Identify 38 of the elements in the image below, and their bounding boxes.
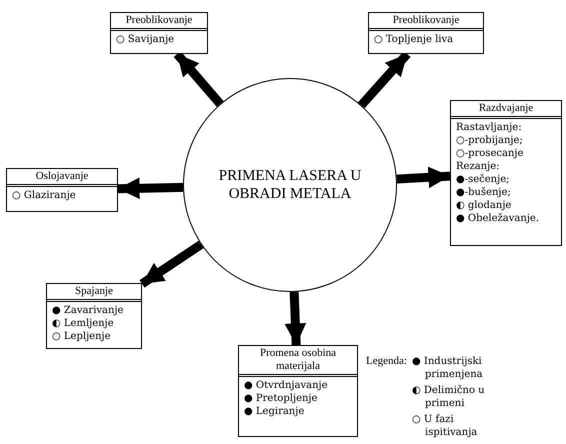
list-item: ● Obeležavanje. bbox=[455, 212, 540, 225]
list-item: ◐ Lemljenje bbox=[51, 317, 115, 330]
category-box bbox=[368, 12, 484, 54]
list-item: ◐ glodanje bbox=[455, 199, 512, 212]
box-heading: Preoblikovanje bbox=[111, 13, 207, 31]
arrow bbox=[140, 240, 204, 288]
box-heading: Promena osobina materijala bbox=[239, 346, 357, 377]
arrow bbox=[396, 166, 450, 188]
legend-item: ◐ Delimično u primeni bbox=[412, 384, 486, 410]
category-box bbox=[46, 283, 142, 349]
category-box bbox=[450, 100, 562, 246]
category-box bbox=[6, 168, 118, 212]
list-item: ○-prosecanje bbox=[455, 147, 524, 160]
list-item: ○-probijanje; bbox=[455, 134, 524, 147]
box-heading: Spajanje bbox=[47, 284, 141, 302]
legend-item: ● Industrijski primenjena bbox=[412, 355, 484, 381]
circle-title: PRIMENA LASERA U OBRADI METALA bbox=[218, 167, 362, 203]
list-item: Rastavljanje: bbox=[455, 121, 523, 134]
list-item: ○ Savijanje bbox=[115, 33, 176, 46]
list-item: ○ Lepljenje bbox=[51, 330, 112, 343]
list-item: ●-bušenje; bbox=[455, 186, 512, 199]
box-heading: Razdvajanje bbox=[451, 101, 561, 119]
list-item: ● Pretopljenje bbox=[243, 392, 318, 405]
list-item: ● Zavarivanje bbox=[51, 304, 124, 317]
box-heading: Preoblikovanje bbox=[369, 13, 483, 31]
box-heading: Oslojavanje bbox=[7, 169, 117, 187]
list-item: ● Otvrdnjavanje bbox=[243, 379, 329, 392]
central-circle bbox=[183, 78, 397, 292]
list-item: ●-sečenje; bbox=[455, 173, 511, 186]
list-item: Rezanje: bbox=[455, 160, 501, 173]
list-item: ○ Topljenje liva bbox=[373, 33, 454, 46]
category-box bbox=[110, 12, 208, 54]
arrow bbox=[284, 292, 306, 346]
category-box bbox=[238, 345, 358, 437]
list-item: ○ Glaziranje bbox=[11, 189, 77, 202]
legend-item: ○ U fazi ispitivanja bbox=[412, 413, 478, 439]
list-item: ● Legiranje bbox=[243, 405, 306, 418]
arrow bbox=[118, 178, 184, 200]
